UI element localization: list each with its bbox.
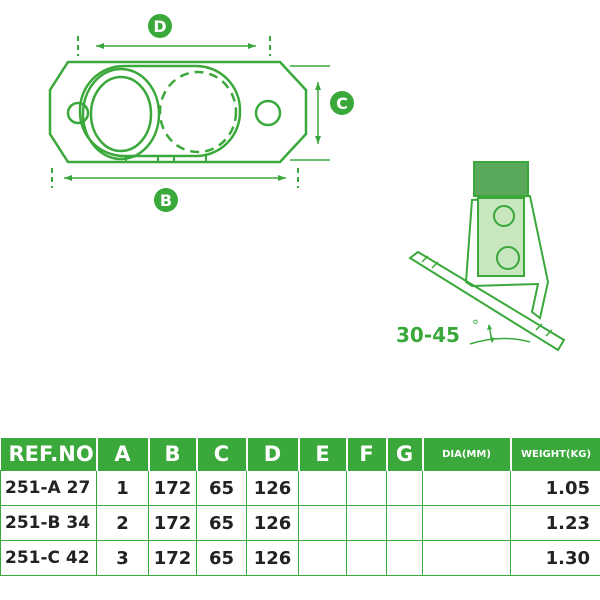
table-cell: 172 [148,470,197,506]
hole-left [66,101,90,125]
table-cell [386,540,423,576]
table-cell [386,470,423,506]
degree-symbol: ° [472,318,479,334]
top-view [48,36,330,188]
technical-drawing: D C B 30-45 ° [48,14,566,352]
badge-c: C [330,91,354,115]
base-plate [408,250,566,352]
table-cell [346,505,387,541]
column-header: REF.NO [0,438,97,471]
plate-outline [48,60,308,164]
table-cell: 1.23 [510,505,600,541]
pipe-hidden [158,70,238,154]
table-cell: 1.30 [510,540,600,576]
table-cell: 65 [196,540,247,576]
table-cell [386,505,423,541]
column-header: B [147,438,197,471]
table-cell [346,540,387,576]
table-cell: 65 [196,505,247,541]
table-cell: 251-A 27 [0,470,97,506]
table-cell: 251-C 42 [0,540,97,576]
hole-right [254,99,282,127]
label-d: D [153,17,166,36]
column-header: F [345,438,387,471]
table-cell [422,505,511,541]
angle-label: 30-45 [396,323,460,347]
badge-d: D [148,14,172,38]
clamp-body [78,64,242,158]
table-cell [298,470,347,506]
column-header: E [297,438,347,471]
column-header: G [385,438,423,471]
table-cell: 251-B 34 [0,505,97,541]
column-header: D [245,438,299,471]
table-cell: 126 [246,540,299,576]
column-header: A [95,438,149,471]
table-cell: 65 [196,470,247,506]
table-cell [422,470,511,506]
table-cell [346,470,387,506]
column-header: WEIGHT(KG) [509,438,600,471]
label-b: B [160,191,172,210]
table-cell: 1.05 [510,470,600,506]
table-cell: 172 [148,505,197,541]
table-cell [298,505,347,541]
table-cell [422,540,511,576]
pipe-opening [81,67,161,161]
top-block [473,161,529,197]
table-cell: 3 [96,540,149,576]
table-cell: 2 [96,505,149,541]
table-cell: 126 [246,505,299,541]
table-cell [298,540,347,576]
side-view [408,161,566,352]
table-cell: 126 [246,470,299,506]
column-header: DIA(MM) [421,438,511,471]
column-header: C [195,438,247,471]
label-c: C [336,94,348,113]
table-cell: 172 [148,540,197,576]
table-cell: 1 [96,470,149,506]
mid-block [477,197,525,277]
badge-b: B [154,188,178,212]
